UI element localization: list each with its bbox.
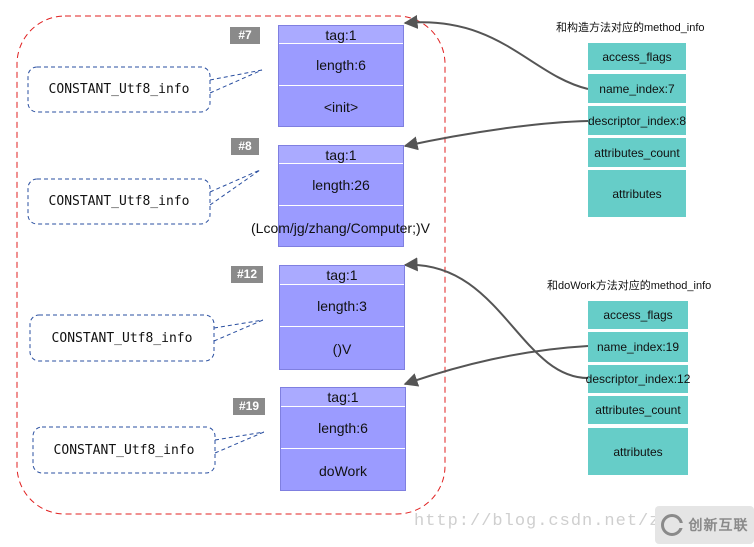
method-info-field: attributes <box>588 428 688 475</box>
logo-icon <box>660 514 684 536</box>
constant-type-box-outline-1 <box>27 66 211 113</box>
method-info-field: attributes <box>588 170 686 217</box>
brand-logo: 创新互联 <box>655 506 754 544</box>
method-info-field: name_index:7 <box>588 74 686 103</box>
constant-pool-boundary <box>16 15 446 515</box>
arrow-name-index-19 <box>403 345 589 387</box>
constant-type-box-outline-2 <box>27 178 211 225</box>
callout-connector-3 <box>213 319 264 342</box>
constant-tag: tag:1 <box>279 26 403 44</box>
watermark: http://blog.csdn.net/zha <box>414 512 683 531</box>
method-info-field: access_flags <box>588 301 688 329</box>
method-info-field: attributes_count <box>588 138 686 167</box>
logo-text: 创新互联 <box>688 517 749 533</box>
constant-length: length:6 <box>279 44 403 86</box>
constant-index-badge: #19 <box>233 398 265 415</box>
constant-value: doWork <box>319 462 367 479</box>
constant-entry: tag:1 length:26 <box>278 145 404 247</box>
constant-type-label: CONSTANT_Utf8_info <box>53 442 195 458</box>
constant-type-label: CONSTANT_Utf8_info <box>51 330 193 346</box>
constant-tag: tag:1 <box>281 388 405 407</box>
constant-tag: tag:1 <box>280 266 404 285</box>
constant-length: length:3 <box>280 285 404 327</box>
method-info-field: attributes_count <box>588 396 688 424</box>
constant-type-box-outline-3 <box>29 314 215 362</box>
constant-value: (Lcom/jg/zhang/Computer;)V <box>251 220 430 236</box>
callout-connector-1 <box>209 69 263 94</box>
constant-value: <init> <box>323 99 359 115</box>
arrow-descriptor-index-12 <box>403 257 589 379</box>
constant-tag: tag:1 <box>279 146 403 164</box>
method-info-field: access_flags <box>588 43 686 70</box>
constant-index-badge: #7 <box>230 27 260 44</box>
method-info-caption: 和构造方法对应的method_info <box>556 22 705 34</box>
method-info-field: descriptor_index:12 <box>586 365 690 393</box>
method-info-field: descriptor_index:8 <box>588 106 686 135</box>
method-info-caption: 和doWork方法对应的method_info <box>547 280 712 292</box>
constant-value: ()V <box>332 341 352 357</box>
method-info-field: name_index:19 <box>588 332 688 362</box>
constant-index-badge: #12 <box>231 266 263 283</box>
constant-entry: tag:1 length:6 doWork <box>280 387 406 491</box>
constant-index-badge: #8 <box>231 138 259 155</box>
constant-type-label: CONSTANT_Utf8_info <box>48 194 190 209</box>
constant-type-box-outline-4 <box>32 426 216 474</box>
callout-connector-2 <box>209 169 261 206</box>
constant-type-label: CONSTANT_Utf8_info <box>48 82 190 97</box>
constant-length: length:6 <box>281 407 405 449</box>
constant-entry: tag:1 length:3 ()V <box>279 265 405 370</box>
callout-connector-4 <box>214 431 265 454</box>
arrow-descriptor-index-8 <box>403 120 589 151</box>
arrow-name-index-7 <box>403 14 589 90</box>
constant-length: length:26 <box>279 164 403 206</box>
constant-entry: tag:1 length:6 <init> <box>278 25 404 127</box>
